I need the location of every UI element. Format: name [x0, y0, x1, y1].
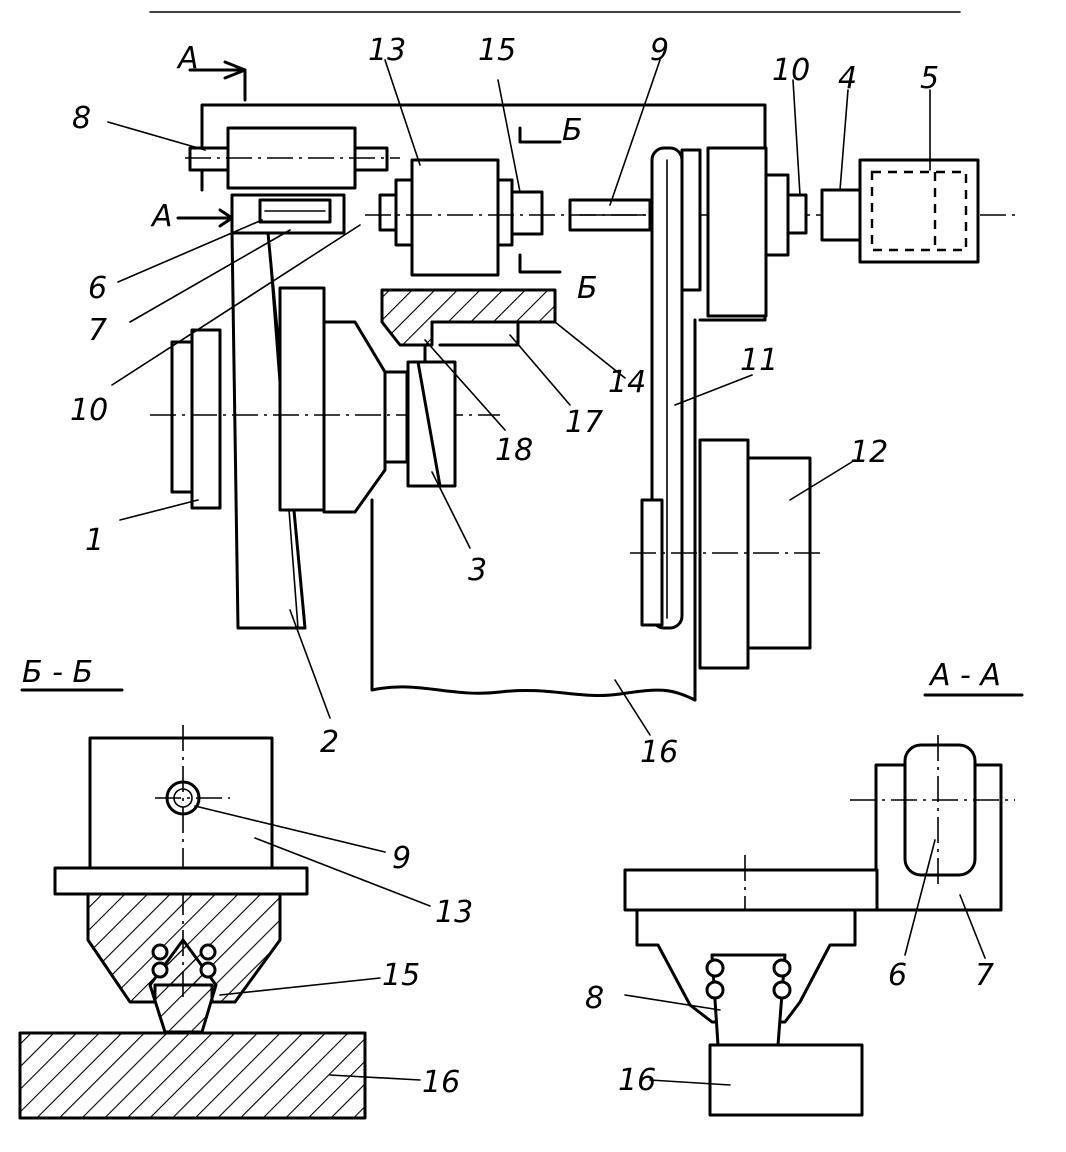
spindle-1-cone	[322, 320, 387, 514]
label-b-16: 16	[422, 1065, 460, 1100]
housing-13	[410, 158, 500, 277]
label-6: 6	[88, 271, 107, 306]
upper-frame	[200, 103, 767, 322]
housing-13-left-nut	[378, 193, 398, 232]
section-a-a-title: А - А	[928, 658, 1001, 693]
section-a-a: А - А 8 16 6 7	[585, 658, 1024, 1117]
section-a-top-arrow	[223, 60, 247, 80]
lower-belt-guard	[640, 498, 664, 627]
section-b-upper-marker	[518, 126, 562, 144]
screw-9-core	[173, 788, 193, 808]
upper-pulley-rim	[680, 148, 702, 292]
carriage-8-left-shaft	[188, 146, 230, 172]
roller-6-section	[903, 743, 977, 877]
bed-16-block	[708, 1043, 864, 1117]
carriage-8-plate	[623, 868, 879, 912]
label-b-15: 15	[382, 958, 420, 993]
bed-16-section	[18, 1031, 367, 1120]
label-a-6: 6	[888, 958, 907, 993]
leaders	[107, 59, 931, 736]
housing-13-section	[88, 736, 274, 870]
leader-b-9	[194, 805, 386, 853]
label-2: 2	[320, 725, 339, 760]
label-a-8: 8	[585, 981, 604, 1016]
label-14: 14	[608, 365, 646, 400]
leader-b-15	[219, 977, 381, 996]
wheel-3	[406, 360, 457, 488]
label-16: 16	[640, 735, 678, 770]
label-1: 1	[85, 523, 104, 558]
base-plate	[53, 866, 309, 896]
nut-15	[510, 190, 544, 236]
housing-13-right-cap	[496, 178, 514, 247]
label-17: 17	[565, 405, 603, 440]
section-b-lower-marker	[518, 253, 562, 274]
label-b-13: 13	[435, 895, 473, 930]
motor-5-hidden-outline	[870, 170, 968, 252]
ball-a-2	[705, 980, 725, 1000]
label-3: 3	[468, 553, 487, 588]
label-5: 5	[920, 61, 939, 96]
label-section-a-top: А	[176, 41, 199, 76]
label-13: 13	[368, 33, 406, 68]
upper-pulley	[706, 146, 768, 318]
carriage-8-right-shaft	[353, 146, 389, 172]
rail-15-section	[148, 938, 218, 1034]
label-12: 12	[850, 435, 888, 470]
label-10-top: 10	[772, 53, 810, 88]
spindle-1-tip	[383, 370, 409, 464]
label-section-b-lower: Б	[577, 271, 598, 306]
spindle-1-flange	[190, 328, 222, 510]
ball-a-1	[705, 958, 725, 978]
ball-3	[199, 943, 217, 961]
section-b-b-title: Б - Б	[22, 655, 93, 690]
label-a-16: 16	[618, 1063, 656, 1098]
leader-a-8	[624, 994, 721, 1011]
leader-a-16	[649, 1079, 731, 1086]
ball-1	[151, 943, 169, 961]
label-9: 9	[650, 33, 669, 68]
coupling-4	[820, 188, 862, 242]
shaft-10-right	[786, 193, 808, 235]
label-8: 8	[72, 101, 91, 136]
label-b-9: 9	[392, 841, 411, 876]
ball-a-3	[772, 958, 792, 978]
wheel-3-diagonal	[416, 360, 442, 488]
label-10-left: 10	[70, 393, 108, 428]
section-b-b: Б - Б 9 13 15 16	[18, 655, 473, 1120]
leader-b-13	[254, 837, 431, 907]
ball-2	[151, 961, 169, 979]
ball-a-4	[772, 980, 792, 1000]
spindle-1-hub	[278, 286, 326, 512]
label-4: 4	[838, 61, 857, 96]
upper-pulley-hub	[764, 173, 790, 257]
bed-16-break-line	[370, 685, 697, 702]
lower-pulley-12	[698, 438, 750, 670]
label-18: 18	[495, 433, 533, 468]
lever-2	[230, 231, 307, 630]
leader-a-7	[959, 894, 986, 959]
slide-17	[430, 320, 520, 347]
label-section-a-side: А	[150, 199, 173, 234]
housing-13-left-cap	[394, 178, 414, 247]
label-section-b-upper: Б	[562, 113, 583, 148]
ball-4	[199, 961, 217, 979]
motor-5	[858, 158, 980, 264]
guide-14	[380, 288, 557, 347]
label-a-7: 7	[975, 958, 994, 993]
leader-a-6	[904, 839, 936, 956]
label-7: 7	[88, 313, 107, 348]
leader-b-16	[329, 1074, 421, 1081]
main-view: А А Б Б 8 13 15 9 10 4 5 6 7 10 1 2 3 18…	[70, 11, 1015, 770]
screw-9-section	[165, 780, 201, 816]
label-15: 15	[478, 33, 516, 68]
label-11: 11	[740, 343, 778, 378]
